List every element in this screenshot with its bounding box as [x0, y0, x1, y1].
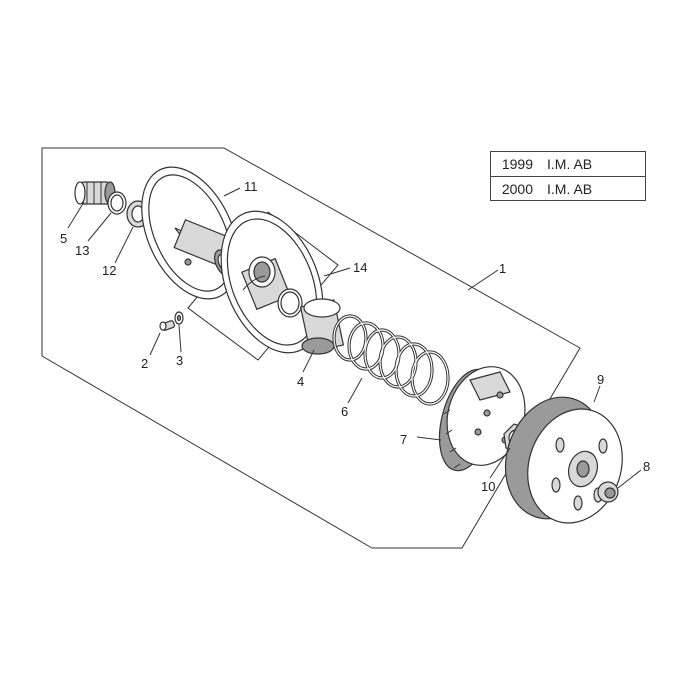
- part-14-movable-pulley: [220, 210, 324, 354]
- part-5-needle-bearing: [74, 181, 116, 205]
- callout-11: 11: [244, 179, 258, 194]
- part-13-circlip: [107, 191, 127, 215]
- callout-1: 1: [499, 261, 506, 276]
- part-3-washer: [174, 311, 184, 325]
- callout-9: 9: [597, 372, 604, 387]
- part-2-screw: [159, 320, 176, 331]
- assembly-frame: [41, 147, 581, 549]
- callout-13: 13: [75, 243, 89, 258]
- part-8-flange-nut: [597, 481, 619, 503]
- table-row: 1999 I.M. AB: [491, 152, 645, 176]
- callout-14: 14: [353, 260, 367, 275]
- callout-4: 4: [297, 374, 304, 389]
- table-year: 2000: [501, 181, 533, 197]
- table-year: 1999: [501, 156, 533, 172]
- table-row: 2000 I.M. AB: [491, 176, 645, 201]
- table-code: I.M. AB: [547, 156, 593, 172]
- callout-6: 6: [341, 404, 348, 419]
- callout-5: 5: [60, 231, 67, 246]
- callout-3: 3: [176, 353, 183, 368]
- part-9-clutch-bell: [504, 396, 623, 524]
- model-year-table: 1999 I.M. AB 2000 I.M. AB: [490, 151, 646, 201]
- callout-10: 10: [481, 479, 495, 494]
- callout-12: 12: [102, 263, 116, 278]
- callout-2: 2: [141, 356, 148, 371]
- callout-8: 8: [643, 459, 650, 474]
- leader-lines: [67, 187, 642, 489]
- table-code: I.M. AB: [547, 181, 593, 197]
- callout-7: 7: [400, 432, 407, 447]
- part-6-spring: [332, 314, 450, 406]
